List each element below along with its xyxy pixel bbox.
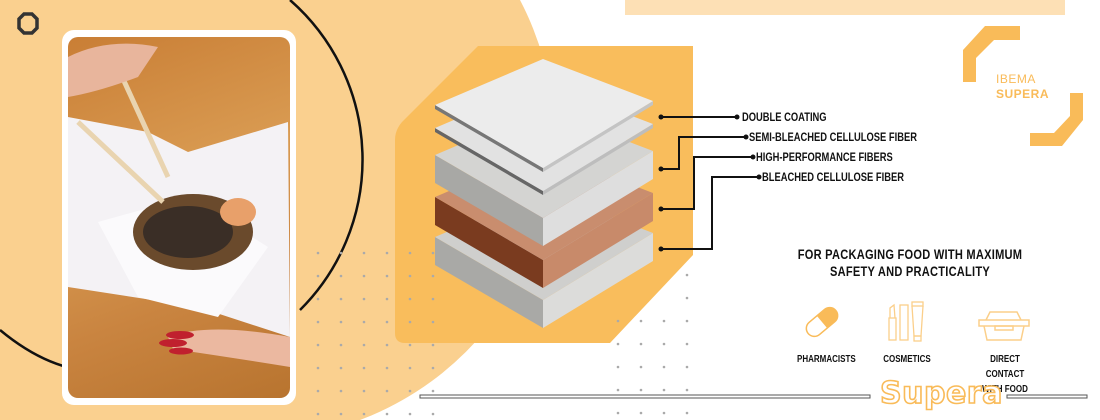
leader-dot [743, 134, 749, 140]
layer-coating-2-right [543, 124, 653, 195]
leader-line-3 [661, 176, 759, 250]
layer-semi-bleached-left [435, 155, 543, 246]
layer-label-double-coating: DOUBLE COATING [742, 110, 827, 124]
layer-label-high-performance: HIGH-PERFORMANCE FIBERS [756, 150, 893, 164]
brand-logo: IBEMA SUPERA [996, 72, 1049, 102]
layer-coating-1-right [543, 101, 653, 172]
leader-dot [658, 246, 664, 252]
headline: FOR PACKAGING FOOD WITH MAXIMUM SAFETY A… [787, 246, 1033, 280]
layer-semi-bleached-right [543, 151, 653, 246]
photo-card [62, 30, 296, 405]
top-bar [625, 0, 1065, 15]
use-label-food: DIRECT CONTACT WITH FOOD [971, 352, 1040, 397]
layer-coating-1-top [435, 59, 653, 168]
layer-bleached-cellulose-right [543, 233, 653, 328]
headline-line1: FOR PACKAGING FOOD WITH MAXIMUM [797, 247, 1023, 262]
use-label-food-line1: DIRECT CONTACT [985, 354, 1025, 380]
brand-line1: IBEMA [996, 72, 1036, 86]
supera-wordmark: Supera [879, 375, 1003, 412]
brand-corner-bottom [1030, 93, 1083, 146]
dot-grid [316, 251, 689, 416]
leader-line-2 [661, 156, 753, 210]
leader-dot [658, 206, 664, 212]
layer-bleached-cellulose-left [435, 237, 543, 328]
use-label-cosmetics: COSMETICS [883, 354, 931, 365]
layer-coating-2-left [435, 128, 543, 195]
layer-label-semi-bleached: SEMI-BLEACHED CELLULOSE FIBER [749, 130, 917, 144]
brand-corner-top [963, 26, 1020, 82]
leader-dot [756, 174, 762, 180]
pill-capsule-icon [805, 306, 839, 338]
food-container-icon [978, 311, 1030, 341]
leader-dot [734, 114, 740, 120]
leader-dot [658, 166, 664, 172]
takeaway-noodle-box-photo [68, 37, 290, 398]
black-arc [289, 0, 364, 311]
use-label-food-line2: WITH FOOD [982, 384, 1028, 395]
octagon-ring-icon [17, 12, 39, 35]
leader-line-1 [661, 136, 746, 170]
layer-high-performance-left [435, 197, 543, 288]
brand-line2: SUPERA [996, 87, 1050, 101]
layer-coating-1-left [435, 105, 543, 172]
layer-label-bleached: BLEACHED CELLULOSE FIBER [762, 170, 904, 184]
headline-line2: SAFETY AND PRACTICALITY [829, 264, 991, 279]
use-label-pharmacists: PHARMACISTS [797, 354, 856, 365]
lipstick-tube-icon [888, 301, 924, 342]
layer-high-performance-right [543, 193, 653, 288]
leader-dot [658, 114, 664, 120]
leader-dot [750, 154, 756, 160]
